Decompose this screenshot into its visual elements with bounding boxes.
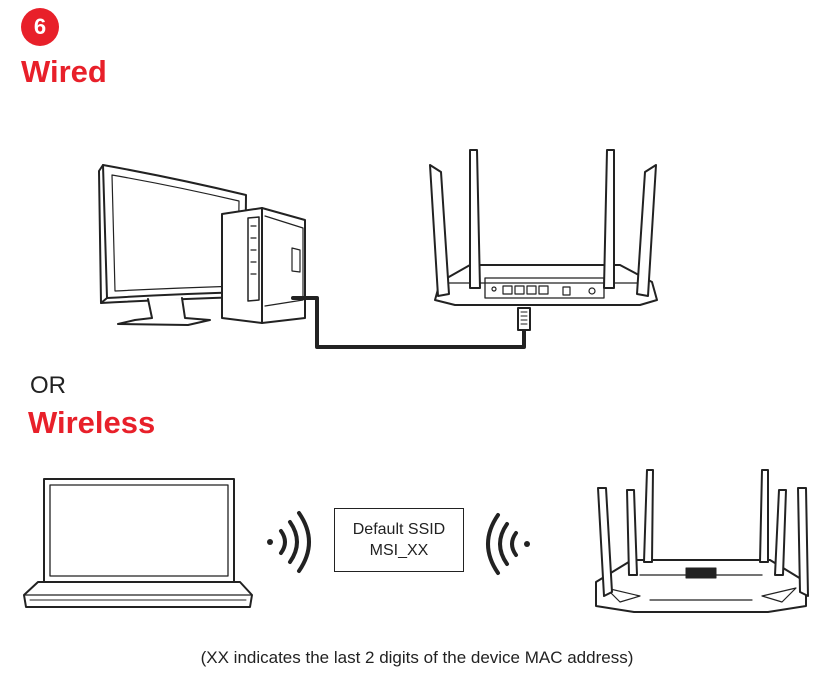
pc-tower-icon: [221, 207, 306, 324]
step-number-badge: 6: [21, 8, 59, 46]
wifi-signal-icon: [267, 511, 530, 575]
router-front-icon: [595, 469, 809, 613]
wireless-heading: Wireless: [28, 405, 156, 440]
footnote-text: (XX indicates the last 2 digits of the d…: [200, 648, 634, 667]
router-back-icon: [429, 149, 658, 306]
default-ssid-box: Default SSID MSI_XX: [334, 508, 464, 572]
ssid-label: Default SSID: [352, 521, 446, 538]
or-label: OR: [30, 372, 66, 399]
wired-heading: Wired: [21, 54, 107, 89]
laptop-icon: [23, 478, 253, 608]
ethernet-cable-icon: [291, 296, 531, 349]
ssid-value: MSI_XX: [369, 542, 429, 559]
